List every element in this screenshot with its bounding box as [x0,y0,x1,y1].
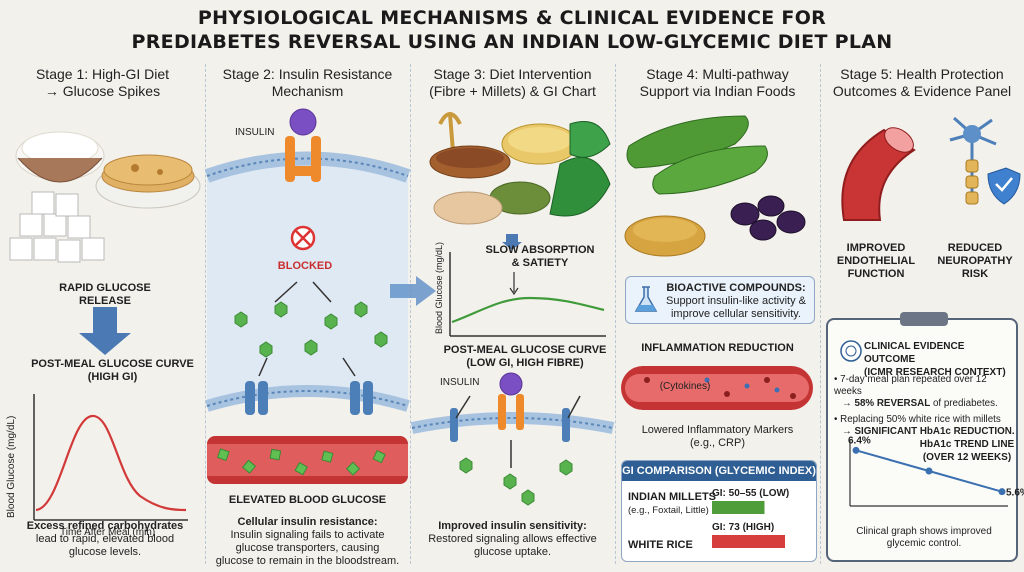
gi-value-label-white-rice: GI: 73 (HIGH) [712,522,775,533]
gi-comparison-title: GI COMPARISON (GLYCEMIC INDEX) [622,461,816,481]
clinical-evidence-clipboard: CLINICAL EVIDENCE OUTCOME (ICMR RESEARCH… [826,312,1024,562]
stage-2-caption: Cellular insulin resistance: Insulin sig… [215,516,400,567]
insulin-molecule-icon [499,372,523,396]
insulin-label: INSULIN [235,127,275,138]
stage-1-caption: Excess refined carbohydrates lead to rap… [26,520,184,558]
graph-caption: Clinical graph shows improved glycemic c… [856,526,992,549]
bioactive-title: BIOACTIVE COMPOUNDS: [666,282,806,294]
nerve-cell-with-shield-icon [949,116,1021,205]
high-gi-curve-title: POST-MEAL GLUCOSE CURVE (HIGH GI) [31,358,194,383]
hba1c-point-label-2: 5.6% [1006,488,1024,499]
restored-insulin-signaling-illustration [410,372,615,506]
blocked-label: BLOCKED [277,260,333,272]
y-axis-label: Blood Glucose (mg/dL) [434,242,444,334]
stage-3-column: Stage 3: Diet Intervention (Fibre + Mill… [410,62,615,568]
gi-bar-1 [712,535,785,548]
inflamed-vessel-illustration [621,366,813,410]
hba1c-point-0 [852,446,860,454]
bioactive-compounds-box: BIOACTIVE COMPOUNDS: Support insulin-lik… [625,276,815,324]
insulin-resistance-cell-illustration [204,108,411,484]
gi-bar-0 [712,501,765,514]
elevated-blood-glucose-label: ELEVATED BLOOD GLUCOSE [228,494,387,506]
gi-value-label-millets: GI: 50–55 (LOW) [712,488,790,499]
gradual-glucose-curve [451,296,605,324]
high-gi-glucose-curve-chart: Blood Glucose (mg/dL) Time After Meal (m… [6,394,188,538]
divider [205,64,206,564]
page-title: PHYSIOLOGICAL MECHANISMS & CLINICAL EVID… [0,6,1024,54]
stage-2-column: Stage 2: Insulin Resistance Mechanism [204,62,411,568]
title-line-1: PHYSIOLOGICAL MECHANISMS & CLINICAL EVID… [197,7,827,29]
endothelial-function-label: IMPROVED ENDOTHELIAL FUNCTION [836,242,916,280]
low-gi-curve-title: POST-MEAL GLUCOSE CURVE (LOW GI, HIGH FI… [443,344,607,369]
stage-3-caption: Improved insulin sensitivity: Restored s… [428,520,597,558]
insulin-molecule-icon [289,108,317,136]
divider [410,64,411,564]
cytokines-label: (Cytokines) [659,381,711,392]
rapid-glucose-release-label: RAPID GLUCOSE RELEASE [59,282,151,307]
gi-comparison-panel: GI COMPARISON (GLYCEMIC INDEX) INDIAN MI… [621,460,817,562]
evidence-bullets: • 7-day meal plan repeated over 12 weeks… [834,374,1015,437]
hba1c-point-label-0: 6.4% [848,435,871,446]
gi-category-millets-note: (e.g., Foxtail, Little) [628,505,709,516]
stage-2-heading: Stage 2: Insulin Resistance Mechanism [222,66,393,99]
blood-vessel-icon [841,127,916,221]
hba1c-trend-title: HbA1c TREND LINE (OVER 12 WEEKS) [919,439,1015,463]
bitter-gourd-jamun-fenugreek-illustration [624,115,806,257]
stage-5-column: Stage 5: Health Protection Outcomes & Ev… [820,62,1024,568]
hba1c-point-2 [998,488,1006,496]
millets-and-greens-illustration [429,112,611,225]
stage-5-heading: Stage 5: Health Protection Outcomes & Ev… [832,66,1012,99]
x-axis-label: Time After Meal (min) [60,527,155,538]
high-gi-food-illustration [9,131,201,263]
stage-4-column: Stage 4: Multi-pathway Support via India… [615,62,820,568]
hba1c-trend-chart: 6.4% 5.6% [848,435,1024,507]
low-gi-glucose-curve-chart: Blood Glucose (mg/dL) [434,242,606,337]
y-axis-label: Blood Glucose (mg/dL) [6,416,17,518]
title-line-2: PREDIABETES REVERSAL USING AN INDIAN LOW… [131,31,893,53]
stage-1-column: Stage 1: High-GI Diet → Glucose Spikes R… [0,62,205,568]
right-arrow-icon [390,276,436,306]
divider [615,64,616,564]
neuropathy-risk-label: REDUCED NEUROPATHY RISK [937,242,1013,280]
inflammation-reduction-label: INFLAMMATION REDUCTION [641,342,794,354]
glucose-spike-curve [35,414,187,512]
down-arrow-icon [79,307,131,355]
gi-category-millets: INDIAN MILLETS [628,491,716,503]
stage-3-heading: Stage 3: Diet Intervention (Fibre + Mill… [429,66,596,99]
stage-4-heading: Stage 4: Multi-pathway Support via India… [639,66,796,99]
down-arrow-icon [502,234,522,250]
icmr-emblem-icon [840,340,862,362]
evidence-title: CLINICAL EVIDENCE OUTCOME (ICMR RESEARCH… [864,341,1006,378]
hba1c-point-1 [925,467,933,475]
gi-comparison-bars [712,501,785,548]
lowered-markers-label: Lowered Inflammatory Markers (e.g., CRP) [641,424,794,449]
slow-absorption-label: SLOW ABSORPTION & SATIETY [485,244,595,269]
clipboard-clip [900,312,948,326]
stage-1-heading: Stage 1: High-GI Diet → Glucose Spikes [35,66,170,99]
flask-icon [634,286,658,312]
gi-category-white-rice: WHITE RICE [628,539,693,551]
insulin-label: INSULIN [440,377,480,388]
divider [820,64,821,564]
